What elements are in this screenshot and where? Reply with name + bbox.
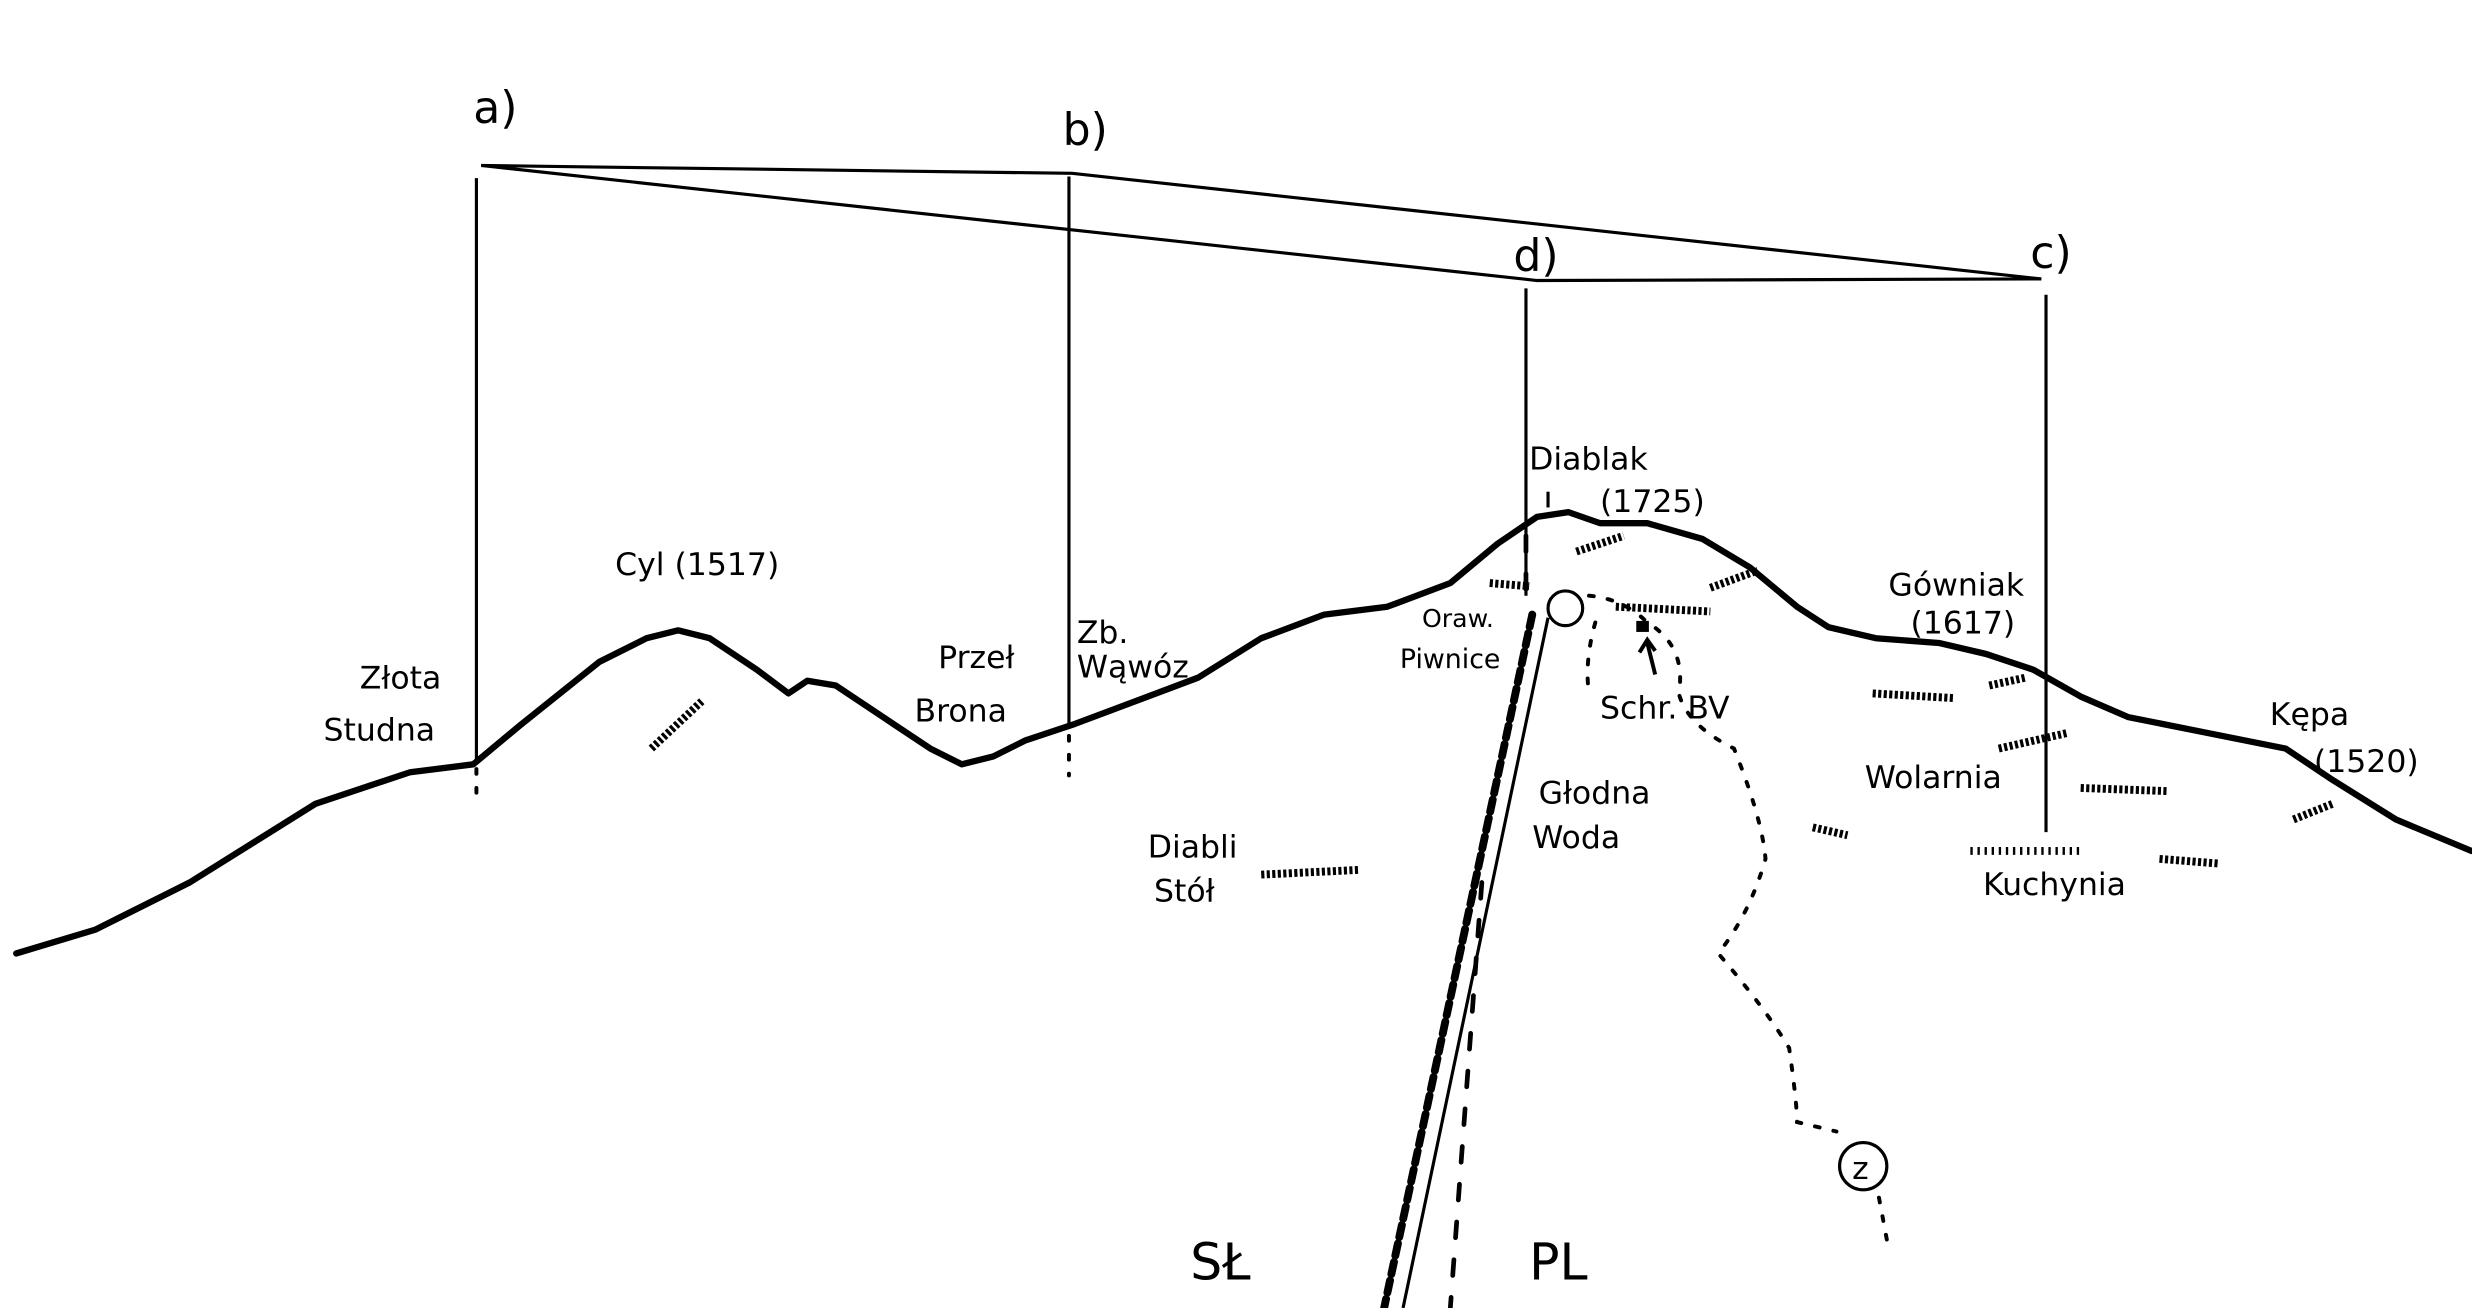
- sight-line-lower: [480, 163, 2042, 283]
- peak-kepa-height: (1520): [2314, 744, 2419, 780]
- place-zlota-line1: Złota: [360, 661, 441, 697]
- place-wawoz-line2: Wąwóz: [1077, 650, 1189, 686]
- place-wawoz-line1: Zb.: [1077, 615, 1129, 651]
- place-wolarnia-label: Wolarnia: [1865, 760, 2002, 796]
- terrain-hatches: [648, 532, 2335, 879]
- peak-gowniak-name: Gówniak: [1888, 568, 2024, 604]
- point-a-label: a): [473, 83, 517, 134]
- point-c-label: c): [2030, 228, 2071, 279]
- sight-line-upper: [481, 163, 2042, 281]
- trail-dotted-upper: [1585, 620, 1598, 696]
- place-diabli-line1: Diabli: [1148, 829, 1238, 865]
- place-shelter-label: Schr. BV: [1600, 691, 1730, 727]
- point-b-label: b): [1063, 105, 1108, 156]
- place-przel-line2: Brona: [915, 694, 1007, 730]
- place-oraw-line2: Piwnice: [1400, 644, 1501, 675]
- route-loop-icon: [1546, 589, 1585, 628]
- peak-gowniak-height: (1617): [1910, 606, 2015, 642]
- peak-diablak-height: (1725): [1600, 484, 1705, 520]
- place-kuchynia-label: Kuchynia: [1983, 867, 2126, 903]
- trail-dotted: [1587, 593, 1839, 1134]
- place-glodna-line1: Głodna: [1539, 776, 1651, 812]
- z-marker-circle: [1837, 1140, 1889, 1192]
- border-line-outer: [1380, 610, 1537, 1308]
- place-diabli-line2: Stół: [1154, 873, 1215, 909]
- place-przel-line1: Przeł: [938, 640, 1014, 676]
- shelter-icon: [1636, 620, 1649, 632]
- peak-diablak-name: Diablak: [1529, 442, 1648, 478]
- shelter-arrow: [1637, 636, 1658, 675]
- trail-dotted-z: [1876, 1195, 1891, 1251]
- ridge-profile: [13, 509, 2472, 957]
- place-glodna-line2: Woda: [1532, 820, 1620, 856]
- country-sk-label: SŁ: [1190, 1233, 1251, 1292]
- place-zlota-line2: Studna: [324, 713, 436, 749]
- z-marker-label: z: [1852, 1151, 1869, 1187]
- place-oraw-line1: Oraw.: [1422, 604, 1494, 633]
- peak-cyl-label: Cyl (1517): [615, 547, 779, 583]
- peak-kepa-name: Kępa: [2270, 697, 2349, 733]
- border-markers: [1447, 533, 1529, 1308]
- point-d-label: d): [1513, 231, 1558, 282]
- country-pl-label: PL: [1529, 1233, 1587, 1292]
